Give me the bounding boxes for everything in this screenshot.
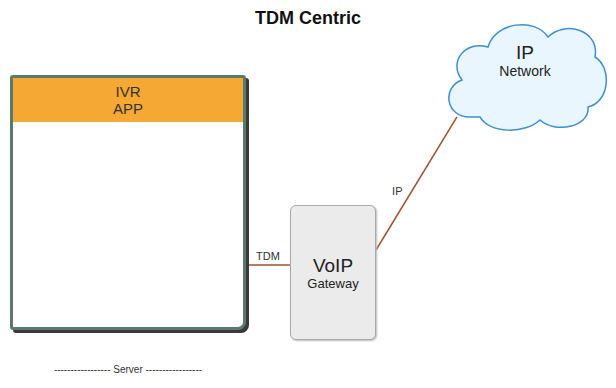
node-text: ----------------- Server ---------------… xyxy=(13,364,243,375)
node-text: Gateway xyxy=(307,276,358,291)
app-band: IVR APP xyxy=(13,78,243,122)
node-text: IVR APP xyxy=(106,83,151,117)
edge-label: TDM xyxy=(254,250,282,262)
gateway-box: VoIPGateway xyxy=(290,205,376,340)
connector-line xyxy=(376,117,457,250)
edge-label: IP xyxy=(390,185,404,197)
node-text: IP xyxy=(516,42,534,63)
network-cloud: IPNetwork xyxy=(440,12,610,134)
server-box: ----------------- Server ---------------… xyxy=(10,75,246,330)
node-text: VoIP xyxy=(313,255,353,276)
connector-line xyxy=(246,264,290,266)
node-text: Network xyxy=(499,63,550,79)
